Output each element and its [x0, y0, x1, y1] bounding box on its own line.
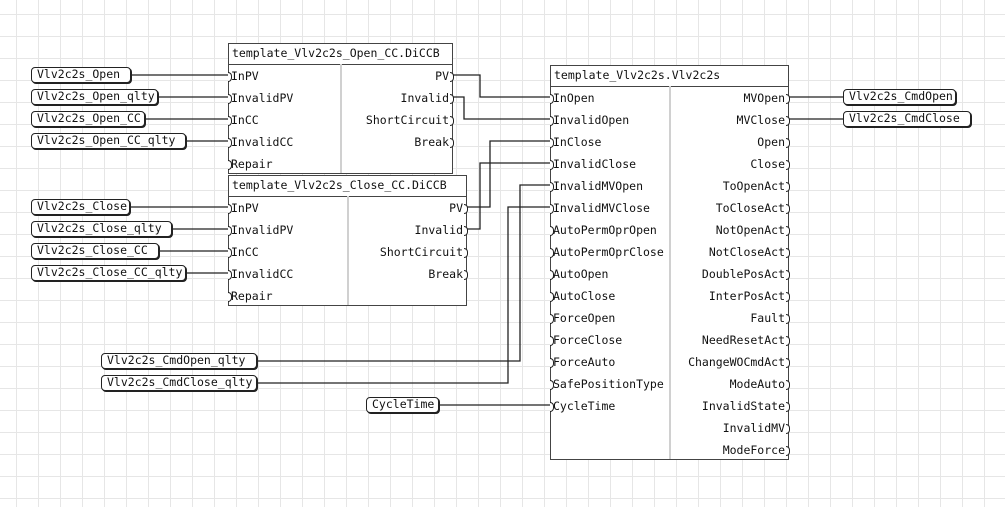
- output-pin-open[interactable]: Open: [669, 131, 790, 153]
- input-pin-autoopen[interactable]: AutoOpen: [550, 263, 669, 285]
- input-pin-invalidopen[interactable]: InvalidOpen: [550, 109, 669, 131]
- variable-vlv2c2s-close-qlty[interactable]: Vlv2c2s_Close_qlty: [31, 221, 172, 237]
- wire-close-invalid-to-invalidclose: [467, 162, 550, 230]
- input-pin-forceopen[interactable]: ForceOpen: [550, 307, 669, 329]
- block-divider: [340, 64, 342, 173]
- variable-vlv2c2s-cmdopen[interactable]: Vlv2c2s_CmdOpen: [843, 89, 956, 105]
- input-pin-repair[interactable]: Repair: [228, 153, 339, 175]
- input-pin-invalidcc[interactable]: InvalidCC: [228, 131, 339, 153]
- variable-vlv2c2s-cmdclose[interactable]: Vlv2c2s_CmdClose: [843, 111, 971, 127]
- input-pin-invalidpv[interactable]: InvalidPV: [228, 219, 346, 241]
- output-pin-invalid[interactable]: Invalid: [344, 87, 454, 109]
- output-pin-needresetact[interactable]: NeedResetAct: [669, 329, 790, 351]
- function-block-close-cc[interactable]: template_Vlv2c2s_Close_CC.DiCCB InPV Inv…: [228, 175, 468, 307]
- variable-vlv2c2s-cmdclose-qlty[interactable]: Vlv2c2s_CmdClose_qlty: [101, 375, 257, 391]
- output-pin-notopenact[interactable]: NotOpenAct: [669, 219, 790, 241]
- output-pin-close[interactable]: Close: [669, 153, 790, 175]
- block-title: template_Vlv2c2s.Vlv2c2s: [551, 66, 788, 87]
- output-pin-break[interactable]: Break: [344, 131, 454, 153]
- output-pin-invalidstate[interactable]: InvalidState: [669, 395, 790, 417]
- variable-vlv2c2s-open-qlty[interactable]: Vlv2c2s_Open_qlty: [31, 89, 158, 105]
- input-pin-invalidpv[interactable]: InvalidPV: [228, 87, 339, 109]
- output-pin-break[interactable]: Break: [348, 263, 468, 285]
- input-pin-autopermopropen[interactable]: AutoPermOprOpen: [550, 219, 669, 241]
- wire-open-invalid-to-invalidopen: [453, 96, 550, 120]
- variable-vlv2c2s-open[interactable]: Vlv2c2s_Open: [31, 67, 131, 83]
- input-pin-invalidmvopen[interactable]: InvalidMVOpen: [550, 175, 669, 197]
- function-block-vlv2c2s[interactable]: template_Vlv2c2s.Vlv2c2s InOpen InvalidO…: [550, 65, 790, 461]
- output-pin-pv[interactable]: PV: [348, 197, 468, 219]
- input-pin-forceauto[interactable]: ForceAuto: [550, 351, 669, 373]
- input-pin-invalidclose[interactable]: InvalidClose: [550, 153, 669, 175]
- output-pin-changewocmdact[interactable]: ChangeWOCmdAct: [669, 351, 790, 373]
- input-pin-autoclose[interactable]: AutoClose: [550, 285, 669, 307]
- output-pin-modeauto[interactable]: ModeAuto: [669, 373, 790, 395]
- variable-vlv2c2s-open-cc[interactable]: Vlv2c2s_Open_CC: [31, 111, 145, 127]
- wire-cmdclose-qlty-to-invalidmvclose: [257, 206, 550, 384]
- input-pin-autopermoprclose[interactable]: AutoPermOprClose: [550, 241, 669, 263]
- variable-vlv2c2s-close-cc-qlty[interactable]: Vlv2c2s_Close_CC_qlty: [31, 265, 186, 281]
- wire-cmdopen-qlty-to-invalidmvopen: [257, 184, 550, 362]
- variable-vlv2c2s-close[interactable]: Vlv2c2s_Close: [31, 199, 130, 215]
- output-pin-mvopen[interactable]: MVOpen: [669, 87, 790, 109]
- output-pin-mvclose[interactable]: MVClose: [669, 109, 790, 131]
- input-pin-cycletime[interactable]: CycleTime: [550, 395, 669, 417]
- input-pin-inpv[interactable]: InPV: [228, 197, 346, 219]
- output-pin-invalidmv[interactable]: InvalidMV: [669, 417, 790, 439]
- block-divider: [347, 196, 349, 305]
- input-pin-forceclose[interactable]: ForceClose: [550, 329, 669, 351]
- input-pin-repair[interactable]: Repair: [228, 285, 346, 307]
- output-pin-fault[interactable]: Fault: [669, 307, 790, 329]
- input-pin-invalidmvclose[interactable]: InvalidMVClose: [550, 197, 669, 219]
- output-pin-tocloseact[interactable]: ToCloseAct: [669, 197, 790, 219]
- input-pin-invalidcc[interactable]: InvalidCC: [228, 263, 346, 285]
- output-pin-modeforce[interactable]: ModeForce: [669, 439, 790, 461]
- output-pin-shortcircuit[interactable]: ShortCircuit: [344, 109, 454, 131]
- input-pin-inclose[interactable]: InClose: [550, 131, 669, 153]
- output-pin-doubleposact[interactable]: DoublePosAct: [669, 263, 790, 285]
- output-pin-pv[interactable]: PV: [344, 65, 454, 87]
- output-pin-toopenact[interactable]: ToOpenAct: [669, 175, 790, 197]
- output-pin-invalid[interactable]: Invalid: [348, 219, 468, 241]
- variable-vlv2c2s-open-cc-qlty[interactable]: Vlv2c2s_Open_CC_qlty: [31, 133, 186, 149]
- variable-vlv2c2s-close-cc[interactable]: Vlv2c2s_Close_CC: [31, 243, 159, 259]
- function-block-open-cc[interactable]: template_Vlv2c2s_Open_CC.DiCCB InPV Inva…: [228, 43, 454, 175]
- variable-vlv2c2s-cmdopen-qlty[interactable]: Vlv2c2s_CmdOpen_qlty: [101, 353, 257, 369]
- output-pin-notcloseact[interactable]: NotCloseAct: [669, 241, 790, 263]
- output-pin-interposact[interactable]: InterPosAct: [669, 285, 790, 307]
- variable-cycletime[interactable]: CycleTime: [366, 397, 439, 413]
- input-pin-inopen[interactable]: InOpen: [550, 87, 669, 109]
- block-divider: [669, 86, 671, 459]
- wire-open-pv-to-inopen: [453, 74, 550, 98]
- block-title: template_Vlv2c2s_Close_CC.DiCCB: [229, 176, 466, 197]
- input-pin-incc[interactable]: InCC: [228, 241, 346, 263]
- input-pin-incc[interactable]: InCC: [228, 109, 339, 131]
- input-pin-inpv[interactable]: InPV: [228, 65, 339, 87]
- input-pin-safepositiontype[interactable]: SafePositionType: [550, 373, 669, 395]
- wire-close-pv-to-inclose: [467, 140, 550, 208]
- output-pin-shortcircuit[interactable]: ShortCircuit: [348, 241, 468, 263]
- block-title: template_Vlv2c2s_Open_CC.DiCCB: [229, 44, 452, 65]
